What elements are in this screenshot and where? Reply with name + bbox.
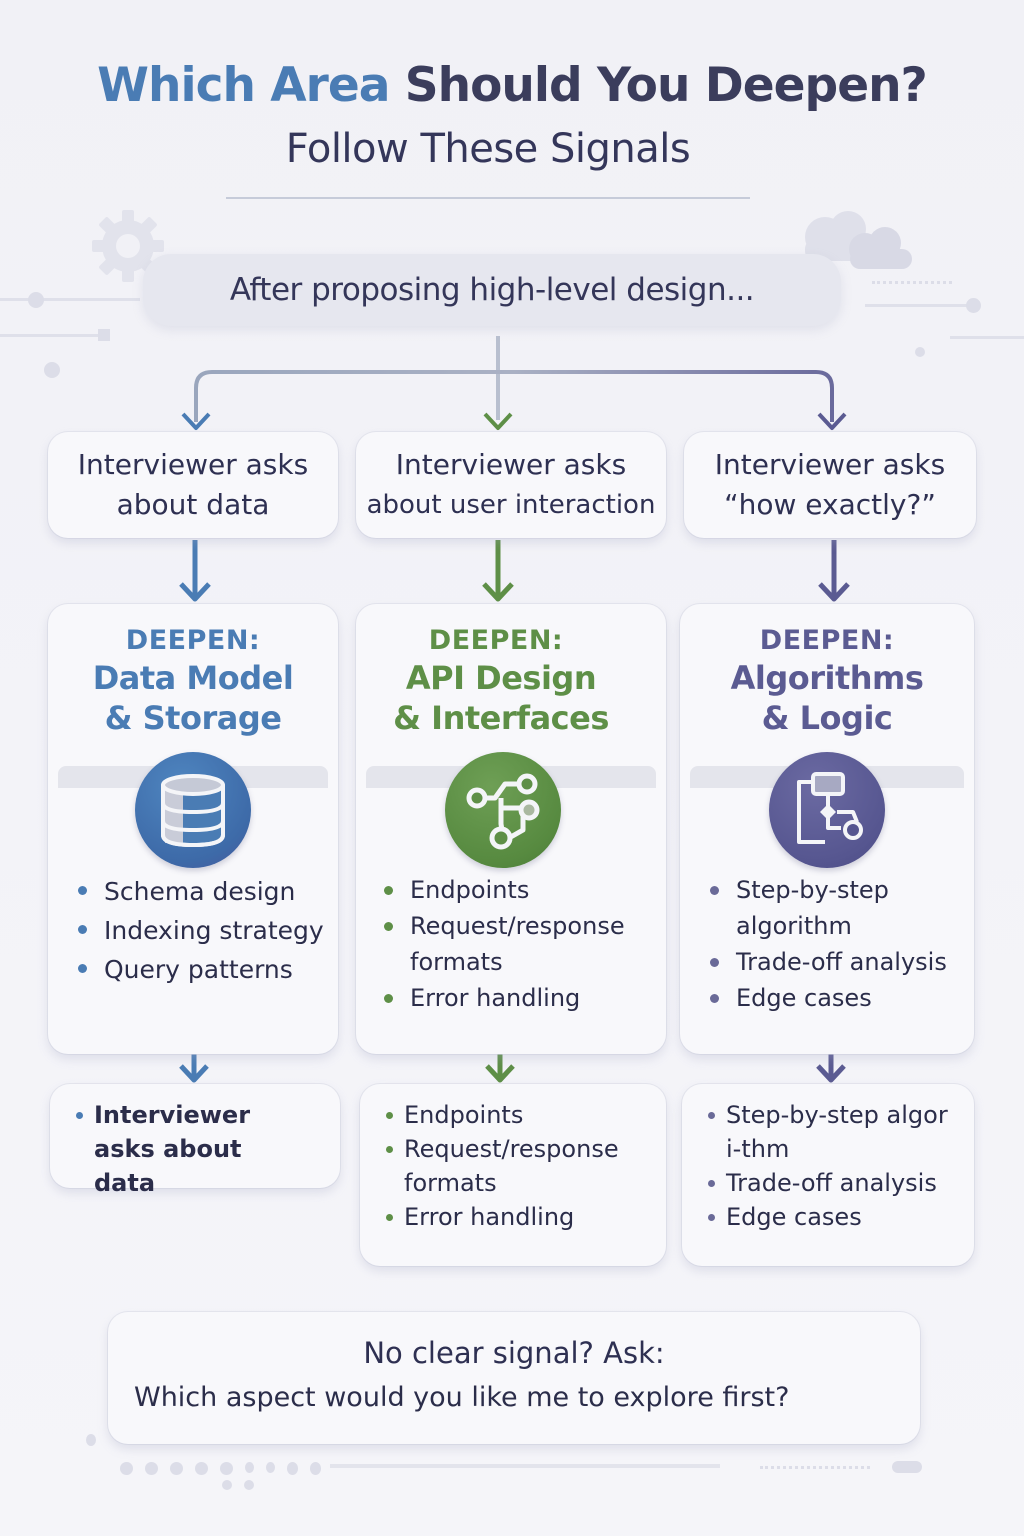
decor-dotted-line bbox=[760, 1466, 870, 1469]
summary-item: Request/response formats bbox=[382, 1132, 632, 1200]
deepen-card-data: DEEPEN: Data Model & Storage Schema desi… bbox=[48, 604, 338, 1054]
bullet-item: Request/response formats bbox=[380, 908, 630, 980]
deepen-label: DEEPEN: bbox=[125, 625, 261, 656]
summary-item: Edge cases bbox=[704, 1200, 954, 1234]
bullet-list: Endpoints Request/response formats Error… bbox=[380, 872, 656, 1016]
summary-item: Step-by-step algori-thm bbox=[704, 1098, 954, 1166]
cloud-icon bbox=[805, 211, 912, 269]
decor-dot bbox=[892, 1461, 922, 1473]
deepen-title-line1: Data Model bbox=[92, 659, 294, 697]
signal-card-data: Interviewer asks about data bbox=[48, 432, 338, 538]
deepen-label: DEEPEN: bbox=[759, 625, 895, 656]
deepen-title-line2: & Storage bbox=[104, 699, 282, 737]
deepen-title-line1: Algorithms bbox=[730, 659, 924, 697]
page-title: Which Area Should You Deepen? bbox=[0, 58, 1024, 113]
start-node: After proposing high-level design... bbox=[143, 254, 841, 326]
decor-square bbox=[98, 329, 110, 341]
bullet-item: Query patterns bbox=[74, 950, 328, 989]
signal-card-api: Interviewer asks about user interaction bbox=[356, 432, 666, 538]
decor-dot bbox=[28, 292, 44, 308]
decor-dot bbox=[222, 1480, 232, 1490]
signal-line2: about data bbox=[116, 488, 270, 521]
summary-card-data: Interviewer asks about data bbox=[50, 1084, 340, 1197]
decor-dot bbox=[44, 362, 60, 378]
bullet-item: Edge cases bbox=[706, 980, 964, 1016]
fallback-question: No clear signal? Ask: bbox=[363, 1336, 665, 1370]
signal-line1: Interviewer asks bbox=[714, 448, 946, 481]
title-rest: Should You Deepen? bbox=[389, 58, 928, 113]
decor-dot bbox=[966, 298, 981, 313]
bullet-item: Step-by-step algorithm bbox=[706, 872, 906, 944]
summary-item: Endpoints bbox=[382, 1098, 646, 1132]
deepen-label: DEEPEN: bbox=[428, 625, 564, 656]
summary-list: Interviewer asks about data bbox=[72, 1098, 320, 1200]
decor-line bbox=[0, 298, 140, 301]
bullet-item: Trade-off analysis bbox=[706, 944, 964, 980]
decor-line bbox=[0, 334, 100, 337]
deepen-card-api: DEEPEN: API Design & Interfaces Endpoint… bbox=[356, 604, 666, 1054]
signal-card-algo: Interviewer asks “how exactly?” bbox=[684, 432, 976, 538]
decor-dot bbox=[244, 1480, 254, 1490]
database-icon bbox=[135, 752, 251, 868]
decor-dot bbox=[915, 347, 925, 357]
deepen-title-line1: API Design bbox=[405, 659, 597, 697]
signal-line2: “how exactly?” bbox=[724, 488, 936, 521]
deepen-card-algo: DEEPEN: Algorithms & Logic Step-by-step … bbox=[680, 604, 974, 1054]
page-subtitle: Follow These Signals bbox=[285, 126, 691, 172]
summary-list: Step-by-step algori-thm Trade-off analys… bbox=[704, 1098, 954, 1234]
decor-dotted-line bbox=[872, 281, 952, 284]
bullet-list: Step-by-step algorithm Trade-off analysi… bbox=[706, 872, 964, 1016]
summary-item: Error handling bbox=[382, 1200, 646, 1234]
signal-line1: Interviewer asks bbox=[395, 448, 627, 481]
start-label: After proposing high-level design... bbox=[229, 272, 755, 308]
decor-line bbox=[865, 304, 975, 307]
bullet-item: Indexing strategy bbox=[74, 911, 328, 950]
signal-line2: about user interaction bbox=[366, 490, 656, 520]
decor-dot bbox=[86, 1434, 96, 1446]
bullet-item: Error handling bbox=[380, 980, 656, 1016]
flowchart-icon bbox=[769, 752, 885, 868]
api-nodes-icon bbox=[445, 752, 561, 868]
fallback-prompt: Which aspect would you like me to explor… bbox=[134, 1382, 790, 1413]
bullet-item: Endpoints bbox=[380, 872, 656, 908]
fallback-card: No clear signal? Ask: Which aspect would… bbox=[108, 1312, 920, 1444]
summary-list: Endpoints Request/response formats Error… bbox=[382, 1098, 646, 1234]
signal-line1: Interviewer asks bbox=[77, 448, 309, 481]
title-accent: Which Area bbox=[97, 58, 390, 113]
summary-item: Trade-off analysis bbox=[704, 1166, 954, 1200]
deepen-title-line2: & Interfaces bbox=[393, 699, 609, 737]
deepen-title-line2: & Logic bbox=[761, 699, 893, 737]
summary-item: Interviewer asks about data bbox=[72, 1098, 302, 1200]
bullet-list: Schema design Indexing strategy Query pa… bbox=[74, 872, 328, 989]
summary-card-api: Endpoints Request/response formats Error… bbox=[360, 1084, 666, 1266]
decor-dots-row bbox=[120, 1462, 321, 1475]
decor-line bbox=[330, 1464, 720, 1468]
decor-line bbox=[950, 336, 1024, 339]
summary-card-algo: Step-by-step algori-thm Trade-off analys… bbox=[682, 1084, 974, 1266]
title-divider bbox=[226, 197, 750, 199]
bullet-item: Schema design bbox=[74, 872, 328, 911]
